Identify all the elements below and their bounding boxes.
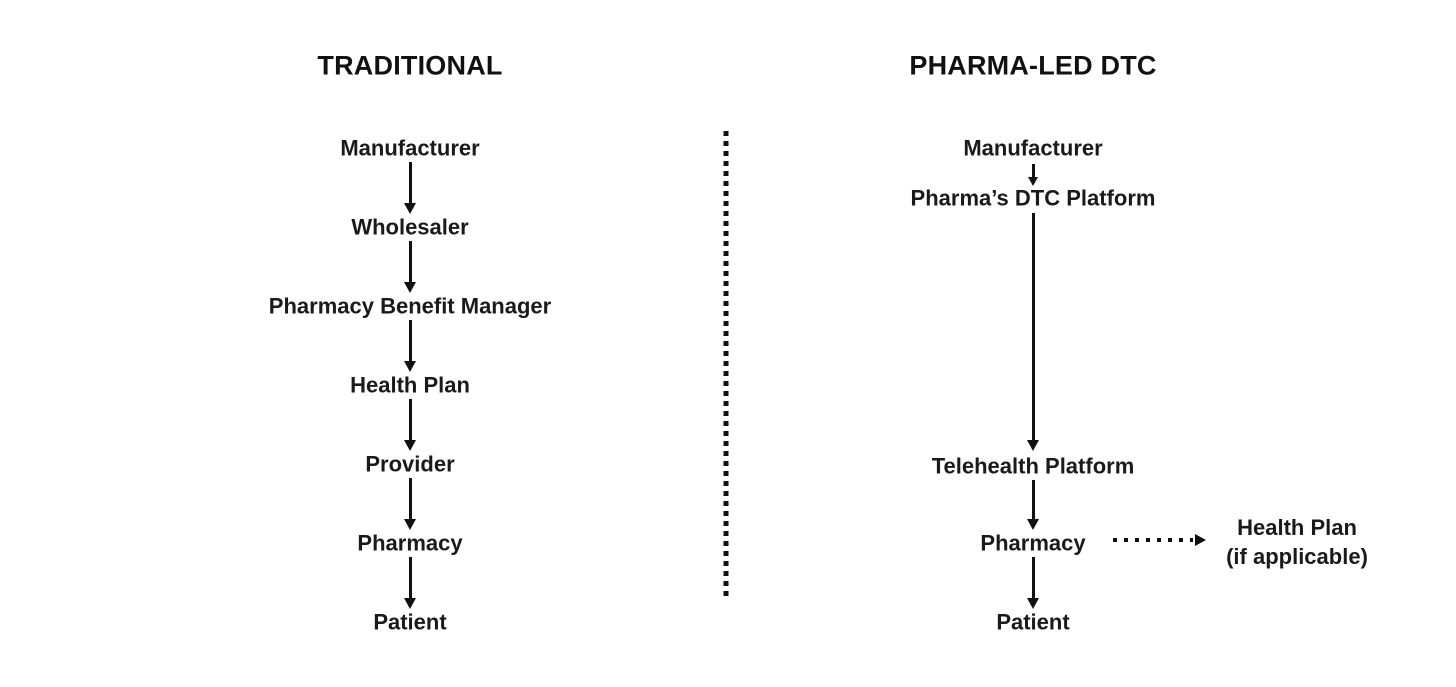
- node-traditional-provider: Provider: [365, 451, 455, 477]
- column-header-traditional: TRADITIONAL: [317, 50, 503, 81]
- node-traditional-health-plan: Health Plan: [350, 372, 470, 398]
- node-dtc-telehealth-platform: Telehealth Platform: [931, 453, 1135, 479]
- arrow-dtc-telehealth-to-pharmacy: [1024, 480, 1042, 530]
- node-traditional-wholesaler: Wholesaler: [351, 214, 469, 240]
- column-header-pharma-led-dtc: PHARMA-LED DTC: [909, 50, 1157, 81]
- health-plan-label-line-1: Health Plan: [1237, 514, 1357, 540]
- arrow-dtc-platform-to-telehealth: [1024, 213, 1042, 451]
- node-traditional-manufacturer: Manufacturer: [340, 135, 480, 161]
- node-traditional-pharmacy-benefit-manager: Pharmacy Benefit Manager: [268, 293, 552, 319]
- column-divider: [723, 131, 729, 601]
- arrow-manufacturer-to-wholesaler: [401, 162, 419, 214]
- node-dtc-pharma-platform: Pharma’s DTC Platform: [910, 185, 1156, 211]
- arrow-dtc-manufacturer-to-platform: [1025, 164, 1041, 186]
- node-dtc-manufacturer: Manufacturer: [963, 135, 1103, 161]
- arrow-pharmacy-to-patient: [401, 557, 419, 609]
- node-traditional-patient: Patient: [373, 609, 447, 635]
- node-traditional-pharmacy: Pharmacy: [357, 530, 463, 556]
- arrow-dtc-pharmacy-to-patient: [1024, 557, 1042, 609]
- arrow-pbm-to-health-plan: [401, 320, 419, 372]
- arrow-provider-to-pharmacy: [401, 478, 419, 530]
- node-dtc-pharmacy: Pharmacy: [980, 530, 1086, 556]
- arrow-wholesaler-to-pbm: [401, 241, 419, 293]
- health-plan-label-line-2: (if applicable): [1226, 544, 1368, 569]
- node-dtc-health-plan-optional: Health Plan (if applicable): [1187, 513, 1407, 571]
- arrow-health-plan-to-provider: [401, 399, 419, 451]
- node-dtc-patient: Patient: [996, 609, 1070, 635]
